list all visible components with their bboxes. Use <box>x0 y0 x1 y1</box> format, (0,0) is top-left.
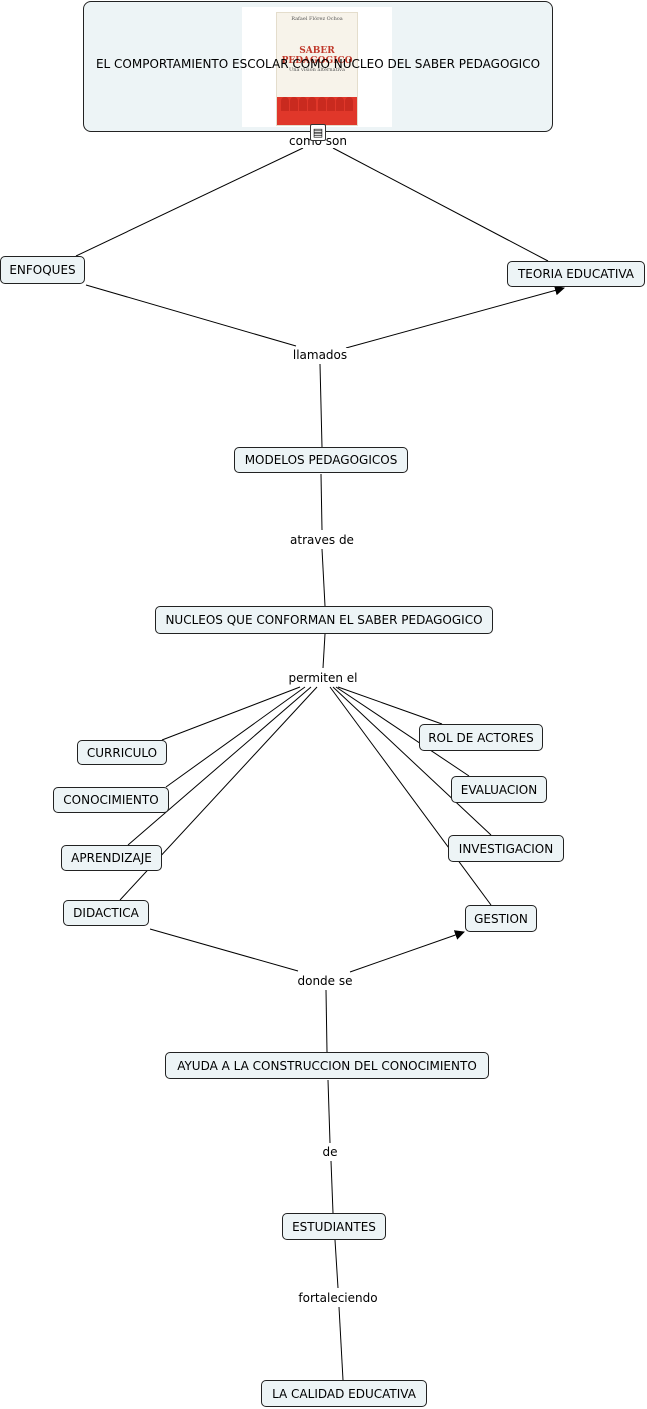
concept-calidad-educativa[interactable]: LA CALIDAD EDUCATIVA <box>261 1380 427 1407</box>
link-permiten-gestion <box>329 686 492 906</box>
concept-aprendizaje[interactable]: APRENDIZAJE <box>61 845 162 871</box>
concept-modelos-pedagogicos[interactable]: MODELOS PEDAGOGICOS <box>234 447 408 473</box>
link-estudiantes-fortaleciendo <box>334 1239 339 1289</box>
link-phrase-de: de <box>320 1145 340 1159</box>
book-author: Rafael Flórez Ochoa <box>291 16 343 22</box>
concept-curriculo[interactable]: CURRICULO <box>77 740 167 765</box>
concept-ayuda-construccion[interactable]: AYUDA A LA CONSTRUCCION DEL CONOCIMIENTO <box>165 1052 489 1079</box>
link-atraves-nucleos <box>321 548 326 607</box>
link-phrase-como-son: como son <box>287 134 349 148</box>
root-title: EL COMPORTAMIENTO ESCOLAR COMO NUCLEO DE… <box>95 57 541 71</box>
link-permiten-curriculo <box>161 686 301 741</box>
link-permiten-conocimiento <box>165 686 306 788</box>
concept-investigacion[interactable]: INVESTIGACION <box>448 835 564 862</box>
concept-enfoques[interactable]: ENFOQUES <box>0 256 85 284</box>
link-llamados-modelos <box>319 363 323 448</box>
link-phrase-donde: donde se <box>295 974 355 988</box>
link-permiten-evaluacion <box>335 686 470 777</box>
concept-nucleos[interactable]: NUCLEOS QUE CONFORMAN EL SABER PEDAGOGIC… <box>155 606 493 634</box>
concept-evaluacion[interactable]: EVALUACION <box>451 776 547 803</box>
link-phrase-atraves: atraves de <box>288 533 356 547</box>
book-subtitle: Una visión alternativa <box>289 67 345 73</box>
concept-conocimiento[interactable]: CONOCIMIENTO <box>53 787 169 813</box>
link-permiten-rol <box>337 686 443 725</box>
link-nucleos-permiten <box>322 633 326 669</box>
concept-rol-de-actores[interactable]: ROL DE ACTORES <box>419 724 543 751</box>
link-phrase-fortaleciendo: fortaleciendo <box>296 1291 380 1305</box>
link-como-son-enfoques <box>75 147 304 257</box>
concept-teoria-educativa[interactable]: TEORIA EDUCATIVA <box>507 261 645 287</box>
link-phrase-llamados: llamados <box>290 348 350 362</box>
book-title: SABER PEDAGOGICO <box>281 46 353 66</box>
link-de-estudiantes <box>330 1160 334 1214</box>
concept-didactica[interactable]: DIDACTICA <box>63 900 149 926</box>
link-ayuda-de <box>327 1079 331 1144</box>
link-donde-ayuda <box>325 989 328 1053</box>
link-donde-gestion <box>349 930 465 973</box>
document-icon[interactable]: ▤ <box>310 124 326 141</box>
root-concept[interactable]: Rafael Flórez Ochoa SABER PEDAGOGICO Una… <box>83 1 553 132</box>
link-como-son-teoria <box>332 147 549 262</box>
link-llamados-teoria <box>345 285 565 349</box>
link-permiten-investigacion <box>332 686 492 836</box>
link-fortaleciendo-calidad <box>338 1306 344 1381</box>
link-modelos-atraves <box>320 473 323 531</box>
book-cover-image: Rafael Flórez Ochoa SABER PEDAGOGICO Una… <box>242 7 392 127</box>
concept-estudiantes[interactable]: ESTUDIANTES <box>282 1213 386 1240</box>
link-permiten-aprendizaje <box>127 686 312 846</box>
concept-gestion[interactable]: GESTION <box>465 905 537 932</box>
link-enfoques-llamados <box>85 284 297 347</box>
link-didactica-donde <box>149 928 299 972</box>
link-phrase-permiten: permiten el <box>286 671 360 685</box>
